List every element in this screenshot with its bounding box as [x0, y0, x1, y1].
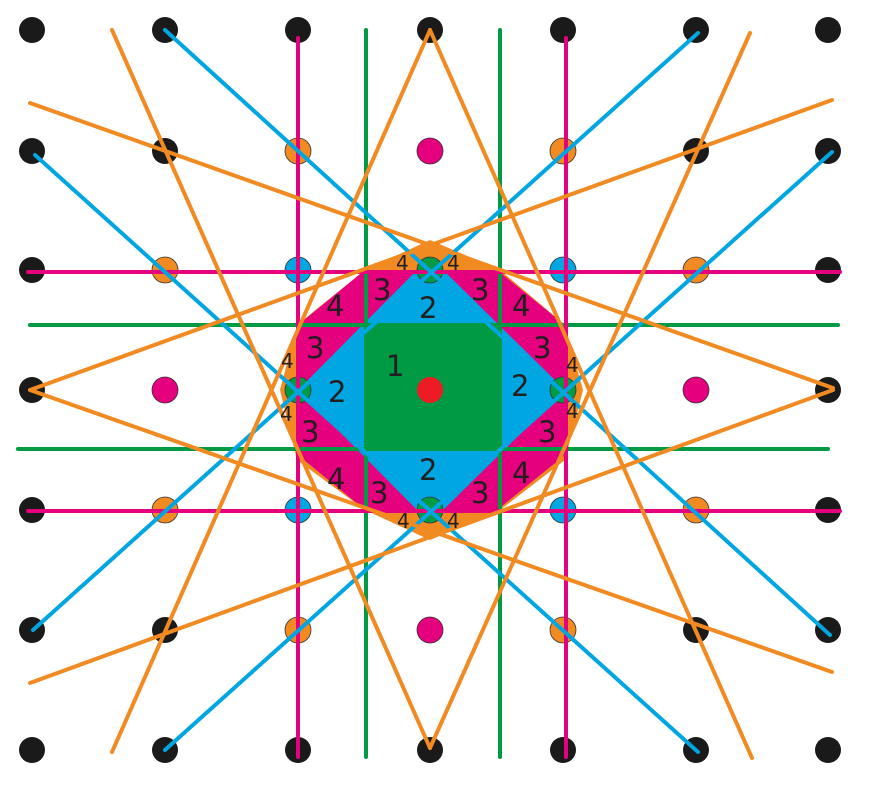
blue-bisector-line [163, 150, 834, 752]
orange-bisector-line [28, 388, 834, 674]
zone-4-small-label: 4 [280, 402, 293, 426]
zone-3-label: 3 [373, 273, 391, 307]
lattice-point [19, 17, 45, 43]
zone-3-label: 3 [533, 331, 551, 365]
zone-4-small-label: 4 [566, 353, 579, 377]
zone-2-label: 2 [328, 375, 346, 409]
lattice-point [19, 737, 45, 763]
blue-bisector-line [163, 28, 832, 637]
zone-4-small-label: 4 [281, 349, 294, 373]
zone-4-label: 4 [512, 456, 530, 490]
lattice-points [19, 17, 841, 763]
zone-4-small-label: 4 [447, 509, 460, 533]
zone-4-small-label: 4 [396, 251, 409, 275]
third-neighbor-point [682, 376, 710, 404]
zone-2-label: 2 [419, 291, 437, 325]
lattice-point [683, 17, 709, 43]
zone-4-label: 4 [512, 289, 530, 323]
zone-3-label: 3 [471, 273, 489, 307]
third-neighbor-point [416, 137, 444, 165]
lattice-point [815, 737, 841, 763]
zone-2-label: 2 [419, 453, 437, 487]
blue-bisector-line [33, 153, 700, 754]
lattice-point [285, 17, 311, 43]
zone-4-small-label: 4 [447, 251, 460, 275]
orange-bisector-line [28, 98, 834, 392]
zone-3-label: 3 [306, 331, 324, 365]
zone-4-label: 4 [326, 289, 344, 323]
lattice-point [550, 17, 576, 43]
zone-3-label: 3 [538, 415, 556, 449]
origin-point [417, 377, 443, 403]
lattice-point [815, 17, 841, 43]
orange-bisector-line [28, 388, 835, 685]
zone-labels: 1 2 2 2 2 3 3 3 3 3 3 3 3 4 4 4 4 4 4 4 … [280, 251, 579, 533]
blue-bisector-line [31, 31, 700, 632]
lattice-point [550, 737, 576, 763]
zone-3-label: 3 [301, 415, 319, 449]
third-neighbor-point [416, 616, 444, 644]
orange-bisector-line [428, 31, 752, 750]
zone-3-label: 3 [471, 476, 489, 510]
zone-1-label: 1 [386, 349, 404, 383]
zone-4-small-label: 4 [566, 399, 579, 423]
lattice-point [815, 617, 841, 643]
zone-4-label: 4 [327, 462, 345, 496]
orange-bisector-line [428, 28, 754, 760]
lattice-point [815, 138, 841, 164]
bisector-lines [16, 28, 842, 760]
zone-2-label: 2 [511, 369, 529, 403]
zone-4-small-label: 4 [397, 509, 410, 533]
third-neighbor-point [151, 376, 179, 404]
zone-3-label: 3 [370, 476, 388, 510]
